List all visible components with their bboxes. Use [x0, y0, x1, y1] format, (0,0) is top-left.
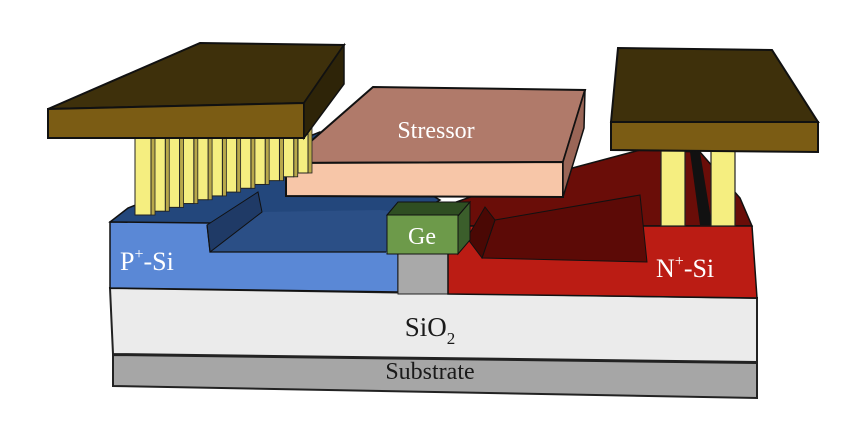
right-pillar — [710, 150, 736, 227]
stressor-front — [285, 160, 564, 199]
left-pillar-side — [164, 131, 170, 212]
left-pad-side — [303, 42, 345, 141]
left-contact-pad — [47, 41, 346, 141]
left-pillar — [134, 135, 152, 216]
right-contact-pad — [609, 46, 820, 154]
ge-top — [385, 201, 472, 217]
right-contact-pillars — [660, 150, 736, 227]
p-si-label: P+-Si — [120, 246, 174, 276]
stressor-label: Stressor — [397, 118, 474, 144]
oxide-label: SiO2 — [405, 312, 456, 348]
n-si-label: N+-Si — [656, 253, 714, 283]
si-channel — [397, 249, 449, 295]
right-pillar — [660, 150, 686, 227]
left-pad-top — [47, 41, 346, 110]
left-pad-front — [47, 101, 305, 139]
left-pillar-side — [150, 135, 156, 216]
left-pillar-side — [179, 128, 184, 208]
p-si-trench-floor — [210, 210, 398, 252]
substrate-label: Substrate — [385, 359, 474, 385]
ge-front — [386, 214, 459, 255]
stressor-block: Stressor — [283, 85, 587, 199]
right-pillar-shadow — [690, 152, 712, 225]
right-pad-front — [610, 121, 819, 154]
stressor-side — [562, 89, 586, 198]
ge-label: Ge — [408, 224, 436, 250]
right-pad-top — [609, 46, 820, 123]
ge-block: Ge — [385, 200, 472, 256]
n-si-trench-wall — [466, 206, 496, 260]
